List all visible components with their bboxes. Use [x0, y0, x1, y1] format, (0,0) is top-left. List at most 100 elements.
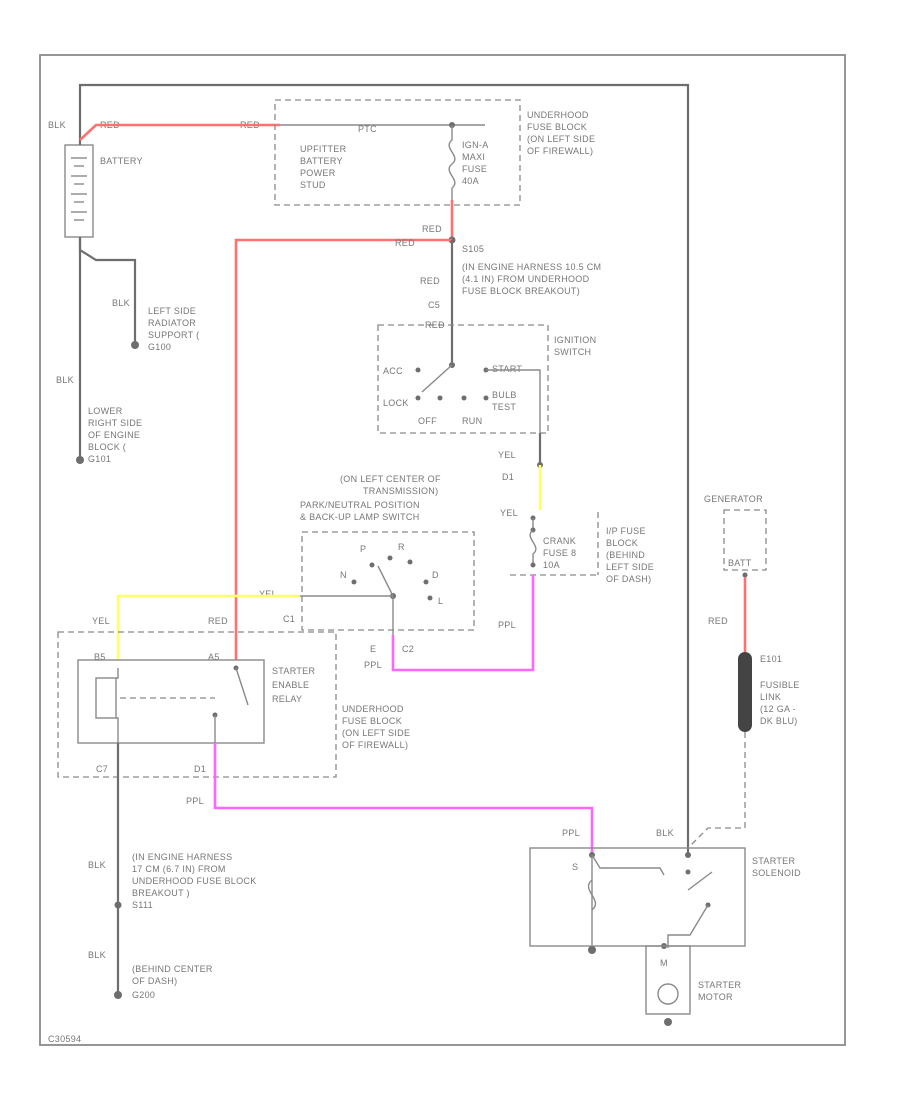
crank-fuse-block: YEL CRANK FUSE 8 10A I/P FUSE BLOCK (BEH… [498, 508, 654, 630]
ign-a-maxi-fuse [448, 125, 456, 200]
ignition-switch: C5 RED IGNITION SWITCH ACC LOCK OFF RUN … [377, 300, 596, 445]
svg-text:SOLENOID: SOLENOID [752, 868, 801, 878]
svg-text:(ON LEFT SIDE: (ON LEFT SIDE [527, 134, 595, 144]
ptc-label: PTC [358, 124, 377, 134]
svg-text:(4.1 IN) FROM UNDERHOOD: (4.1 IN) FROM UNDERHOOD [462, 274, 590, 284]
svg-text:UPFITTER: UPFITTER [300, 144, 347, 154]
svg-text:TRANSMISSION): TRANSMISSION) [363, 486, 438, 496]
ground-g200-labels: BLK (BEHIND CENTER OF DASH) G200 [88, 950, 213, 1000]
svg-text:RIGHT SIDE: RIGHT SIDE [88, 418, 142, 428]
svg-text:(ON LEFT CENTER OF: (ON LEFT CENTER OF [340, 474, 441, 484]
svg-text:LOCK: LOCK [383, 398, 409, 408]
svg-text:BREAKOUT ): BREAKOUT ) [132, 888, 190, 898]
svg-text:OF ENGINE: OF ENGINE [88, 430, 140, 440]
svg-text:DK BLU): DK BLU) [760, 716, 798, 726]
svg-text:UNDERHOOD FUSE BLOCK: UNDERHOOD FUSE BLOCK [132, 876, 257, 886]
starter-motor: M STARTER MOTOR [645, 945, 741, 1026]
svg-text:BLK: BLK [112, 298, 130, 308]
svg-text:START: START [492, 364, 522, 374]
svg-text:LEFT SIDE: LEFT SIDE [606, 562, 654, 572]
diagram-code: C30594 [48, 1034, 81, 1044]
svg-text:S: S [572, 862, 578, 872]
starter-enable-relay: YEL RED B5 A5 STARTER ENABLE RELAY UNDER… [57, 616, 410, 806]
svg-text:IGNITION: IGNITION [554, 335, 596, 345]
svg-text:B5: B5 [94, 652, 106, 662]
svg-text:LOWER: LOWER [88, 406, 123, 416]
svg-text:CRANK: CRANK [543, 536, 576, 546]
svg-text:RED: RED [425, 320, 445, 330]
svg-text:UNDERHOOD: UNDERHOOD [342, 704, 404, 714]
svg-text:YEL: YEL [500, 508, 518, 518]
svg-text:STARTER: STARTER [272, 666, 315, 676]
battery-red-wire [79, 123, 280, 141]
ground-radiator-labels: BLK LEFT SIDE RADIATOR SUPPORT ( G100 [112, 298, 199, 352]
svg-text:C2: C2 [402, 644, 414, 654]
svg-text:LEFT SIDE: LEFT SIDE [148, 306, 196, 316]
svg-text:OF FIREWALL): OF FIREWALL) [342, 740, 408, 750]
svg-text:BLK: BLK [88, 860, 106, 870]
ignition-out-wire-label: YEL [498, 450, 516, 460]
svg-text:FUSE: FUSE [462, 164, 487, 174]
svg-text:OF DASH): OF DASH) [132, 976, 177, 986]
svg-text:YEL: YEL [92, 616, 110, 626]
ground-splice-s111-labels: BLK (IN ENGINE HARNESS 17 CM (6.7 IN) FR… [88, 852, 257, 910]
ignition-out-connector-label: D1 [502, 472, 514, 482]
svg-text:(ON LEFT SIDE: (ON LEFT SIDE [342, 728, 410, 738]
s105-to-starter-relay-red-wire [234, 238, 452, 660]
svg-text:BLK: BLK [656, 828, 674, 838]
svg-text:G200: G200 [132, 990, 155, 1000]
svg-text:UNDERHOOD: UNDERHOOD [527, 110, 589, 120]
svg-text:STUD: STUD [300, 180, 326, 190]
svg-text:OF DASH): OF DASH) [606, 574, 651, 584]
svg-text:SWITCH: SWITCH [554, 347, 591, 357]
svg-text:A5: A5 [208, 652, 220, 662]
park-neutral-switch: (ON LEFT CENTER OF TRANSMISSION) PARK/NE… [259, 474, 475, 670]
svg-text:GENERATOR: GENERATOR [704, 494, 763, 504]
svg-text:(IN ENGINE HARNESS 10.5 CM: (IN ENGINE HARNESS 10.5 CM [462, 262, 601, 272]
svg-text:ACC: ACC [383, 366, 403, 376]
svg-text:SUPPORT (: SUPPORT ( [148, 330, 199, 340]
fusible-link [738, 652, 752, 732]
svg-text:BATT: BATT [728, 558, 752, 568]
svg-text:G100: G100 [148, 342, 171, 352]
svg-text:S105: S105 [462, 244, 484, 254]
ground-wire-radiator [78, 237, 137, 345]
svg-text:FUSE BLOCK: FUSE BLOCK [527, 122, 587, 132]
svg-text:PPL: PPL [364, 660, 382, 670]
pn-switch-to-relay-yel-wire [116, 594, 300, 660]
svg-text:BLK: BLK [88, 950, 106, 960]
svg-text:E101: E101 [760, 654, 782, 664]
svg-text:LINK: LINK [760, 692, 781, 702]
svg-text:N: N [340, 570, 347, 580]
crank-fuse-8 [529, 529, 537, 565]
svg-text:FUSE BLOCK: FUSE BLOCK [342, 716, 402, 726]
svg-text:P: P [360, 544, 366, 554]
svg-text:RED: RED [208, 616, 228, 626]
svg-text:PPL: PPL [562, 828, 580, 838]
ignition-switch-arm [421, 364, 453, 393]
svg-text:& BACK-UP LAMP SWITCH: & BACK-UP LAMP SWITCH [300, 512, 420, 522]
svg-text:RELAY: RELAY [272, 694, 302, 704]
svg-text:(BEHIND: (BEHIND [606, 550, 645, 560]
svg-text:(BEHIND CENTER: (BEHIND CENTER [132, 964, 213, 974]
svg-text:I/P FUSE: I/P FUSE [606, 526, 646, 536]
svg-text:L: L [438, 596, 443, 606]
relay-coil [95, 677, 117, 719]
svg-text:RED: RED [708, 616, 728, 626]
svg-text:RED: RED [422, 224, 442, 234]
svg-text:S111: S111 [132, 900, 153, 910]
svg-text:BLOCK: BLOCK [606, 538, 638, 548]
relay-contact-arm [235, 667, 249, 706]
svg-text:D1: D1 [194, 764, 206, 774]
svg-text:40A: 40A [462, 176, 479, 186]
svg-text:BLK: BLK [56, 375, 74, 385]
diagram-frame [39, 54, 846, 1046]
svg-text:BULB: BULB [492, 390, 517, 400]
svg-text:MOTOR: MOTOR [698, 992, 733, 1002]
svg-text:C5: C5 [428, 300, 440, 310]
svg-text:OF FIREWALL): OF FIREWALL) [527, 146, 593, 156]
ground-engine-labels: BLK LOWER RIGHT SIDE OF ENGINE BLOCK ( G… [56, 375, 142, 464]
svg-text:(12 GA -: (12 GA - [760, 704, 796, 714]
svg-text:G101: G101 [88, 454, 111, 464]
